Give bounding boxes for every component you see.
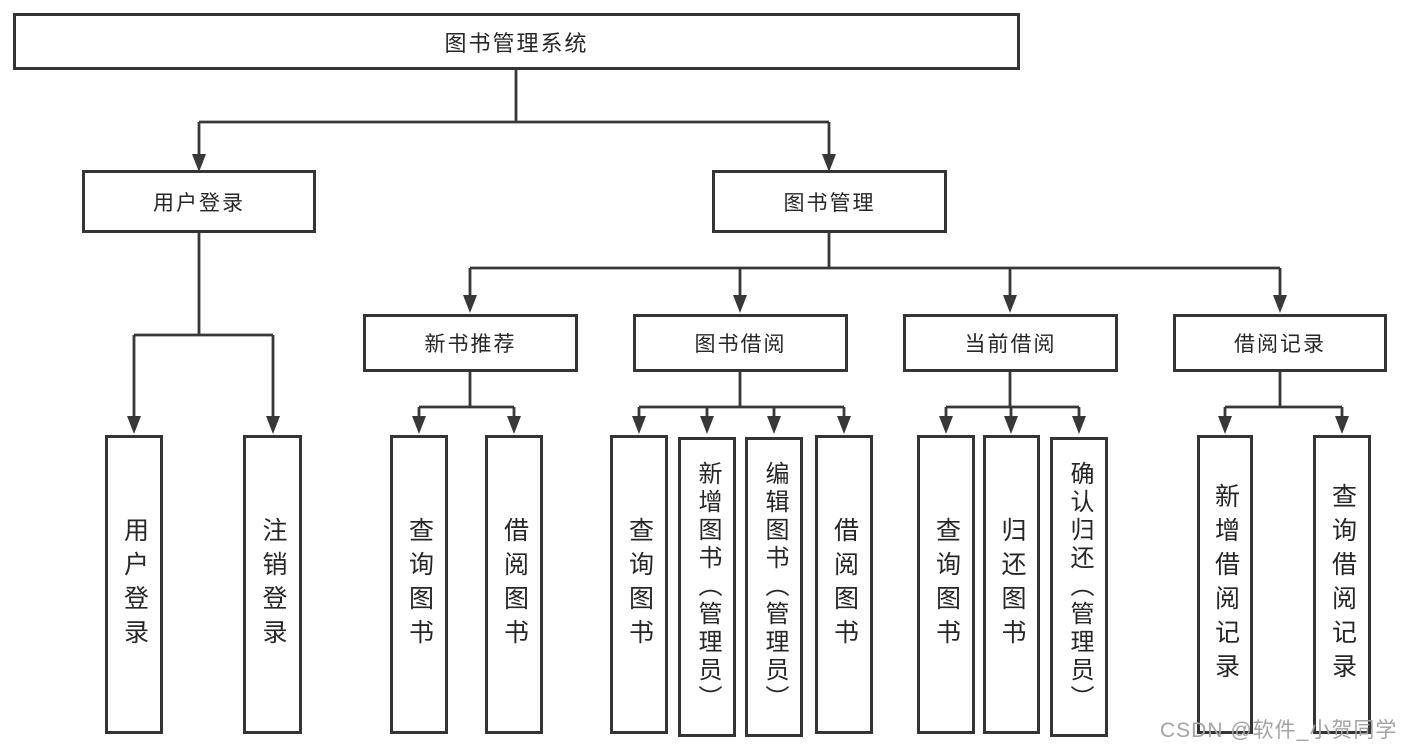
node-book-borrowing-label: 图书借阅 — [694, 333, 787, 356]
leaf-borrowing-query-book-label: 查询图书 — [625, 516, 654, 653]
node-user-login-label: 用户登录 — [153, 191, 245, 215]
leaf-logout-login-label: 注销登录 — [259, 516, 287, 653]
node-current-borrowing: 当前借阅 — [903, 314, 1118, 372]
leaf-borrowing-borrow-book: 借阅图书 — [815, 435, 873, 734]
node-new-book-recommend-label: 新书推荐 — [424, 333, 517, 356]
leaf-user-login: 用户登录 — [105, 435, 163, 734]
leaf-confirm-return-admin-label: 确认归还（管理员） — [1066, 461, 1093, 713]
leaf-current-query-book-label: 查询图书 — [932, 516, 961, 653]
leaf-edit-book-admin: 编辑图书（管理员） — [745, 437, 803, 737]
leaf-current-query-book: 查询图书 — [917, 435, 975, 734]
leaf-borrowing-query-book: 查询图书 — [610, 435, 668, 734]
leaf-confirm-return-admin: 确认归还（管理员） — [1050, 437, 1108, 737]
connector-path — [132, 70, 1344, 422]
leaf-logout-login: 注销登录 — [243, 435, 302, 734]
leaf-query-borrow-record: 查询借阅记录 — [1313, 435, 1371, 734]
leaf-add-book-admin-label: 新增图书（管理员） — [694, 461, 721, 713]
node-book-borrowing: 图书借阅 — [633, 314, 848, 372]
leaf-edit-book-admin-label: 编辑图书（管理员） — [761, 461, 788, 713]
node-user-login: 用户登录 — [82, 170, 316, 233]
node-new-book-recommend: 新书推荐 — [363, 314, 578, 372]
leaf-query-borrow-record-label: 查询借阅记录 — [1328, 482, 1357, 687]
node-book-management-label: 图书管理 — [783, 191, 876, 215]
leaf-add-book-admin: 新增图书（管理员） — [678, 437, 736, 737]
node-root-label: 图书管理系统 — [444, 30, 589, 56]
leaf-borrowing-borrow-book-label: 借阅图书 — [830, 516, 859, 653]
leaf-recommend-query-book: 查询图书 — [390, 435, 448, 734]
leaf-return-book-label: 归还图书 — [998, 516, 1026, 653]
leaf-recommend-borrow-book-label: 借阅图书 — [500, 516, 529, 653]
node-root: 图书管理系统 — [13, 13, 1020, 70]
leaf-recommend-query-book-label: 查询图书 — [405, 516, 434, 653]
leaf-add-borrow-record: 新增借阅记录 — [1197, 435, 1253, 734]
leaf-return-book: 归还图书 — [983, 435, 1040, 734]
csdn-watermark: CSDN @软件_小贺同学 — [1160, 719, 1398, 742]
node-borrowing-records: 借阅记录 — [1173, 314, 1387, 372]
leaf-add-borrow-record-label: 新增借阅记录 — [1211, 482, 1240, 687]
node-current-borrowing-label: 当前借阅 — [964, 333, 1057, 356]
node-borrowing-records-label: 借阅记录 — [1234, 333, 1326, 356]
leaf-recommend-borrow-book: 借阅图书 — [485, 435, 543, 734]
node-book-management: 图书管理 — [712, 170, 947, 233]
leaf-user-login-label: 用户登录 — [120, 516, 149, 653]
